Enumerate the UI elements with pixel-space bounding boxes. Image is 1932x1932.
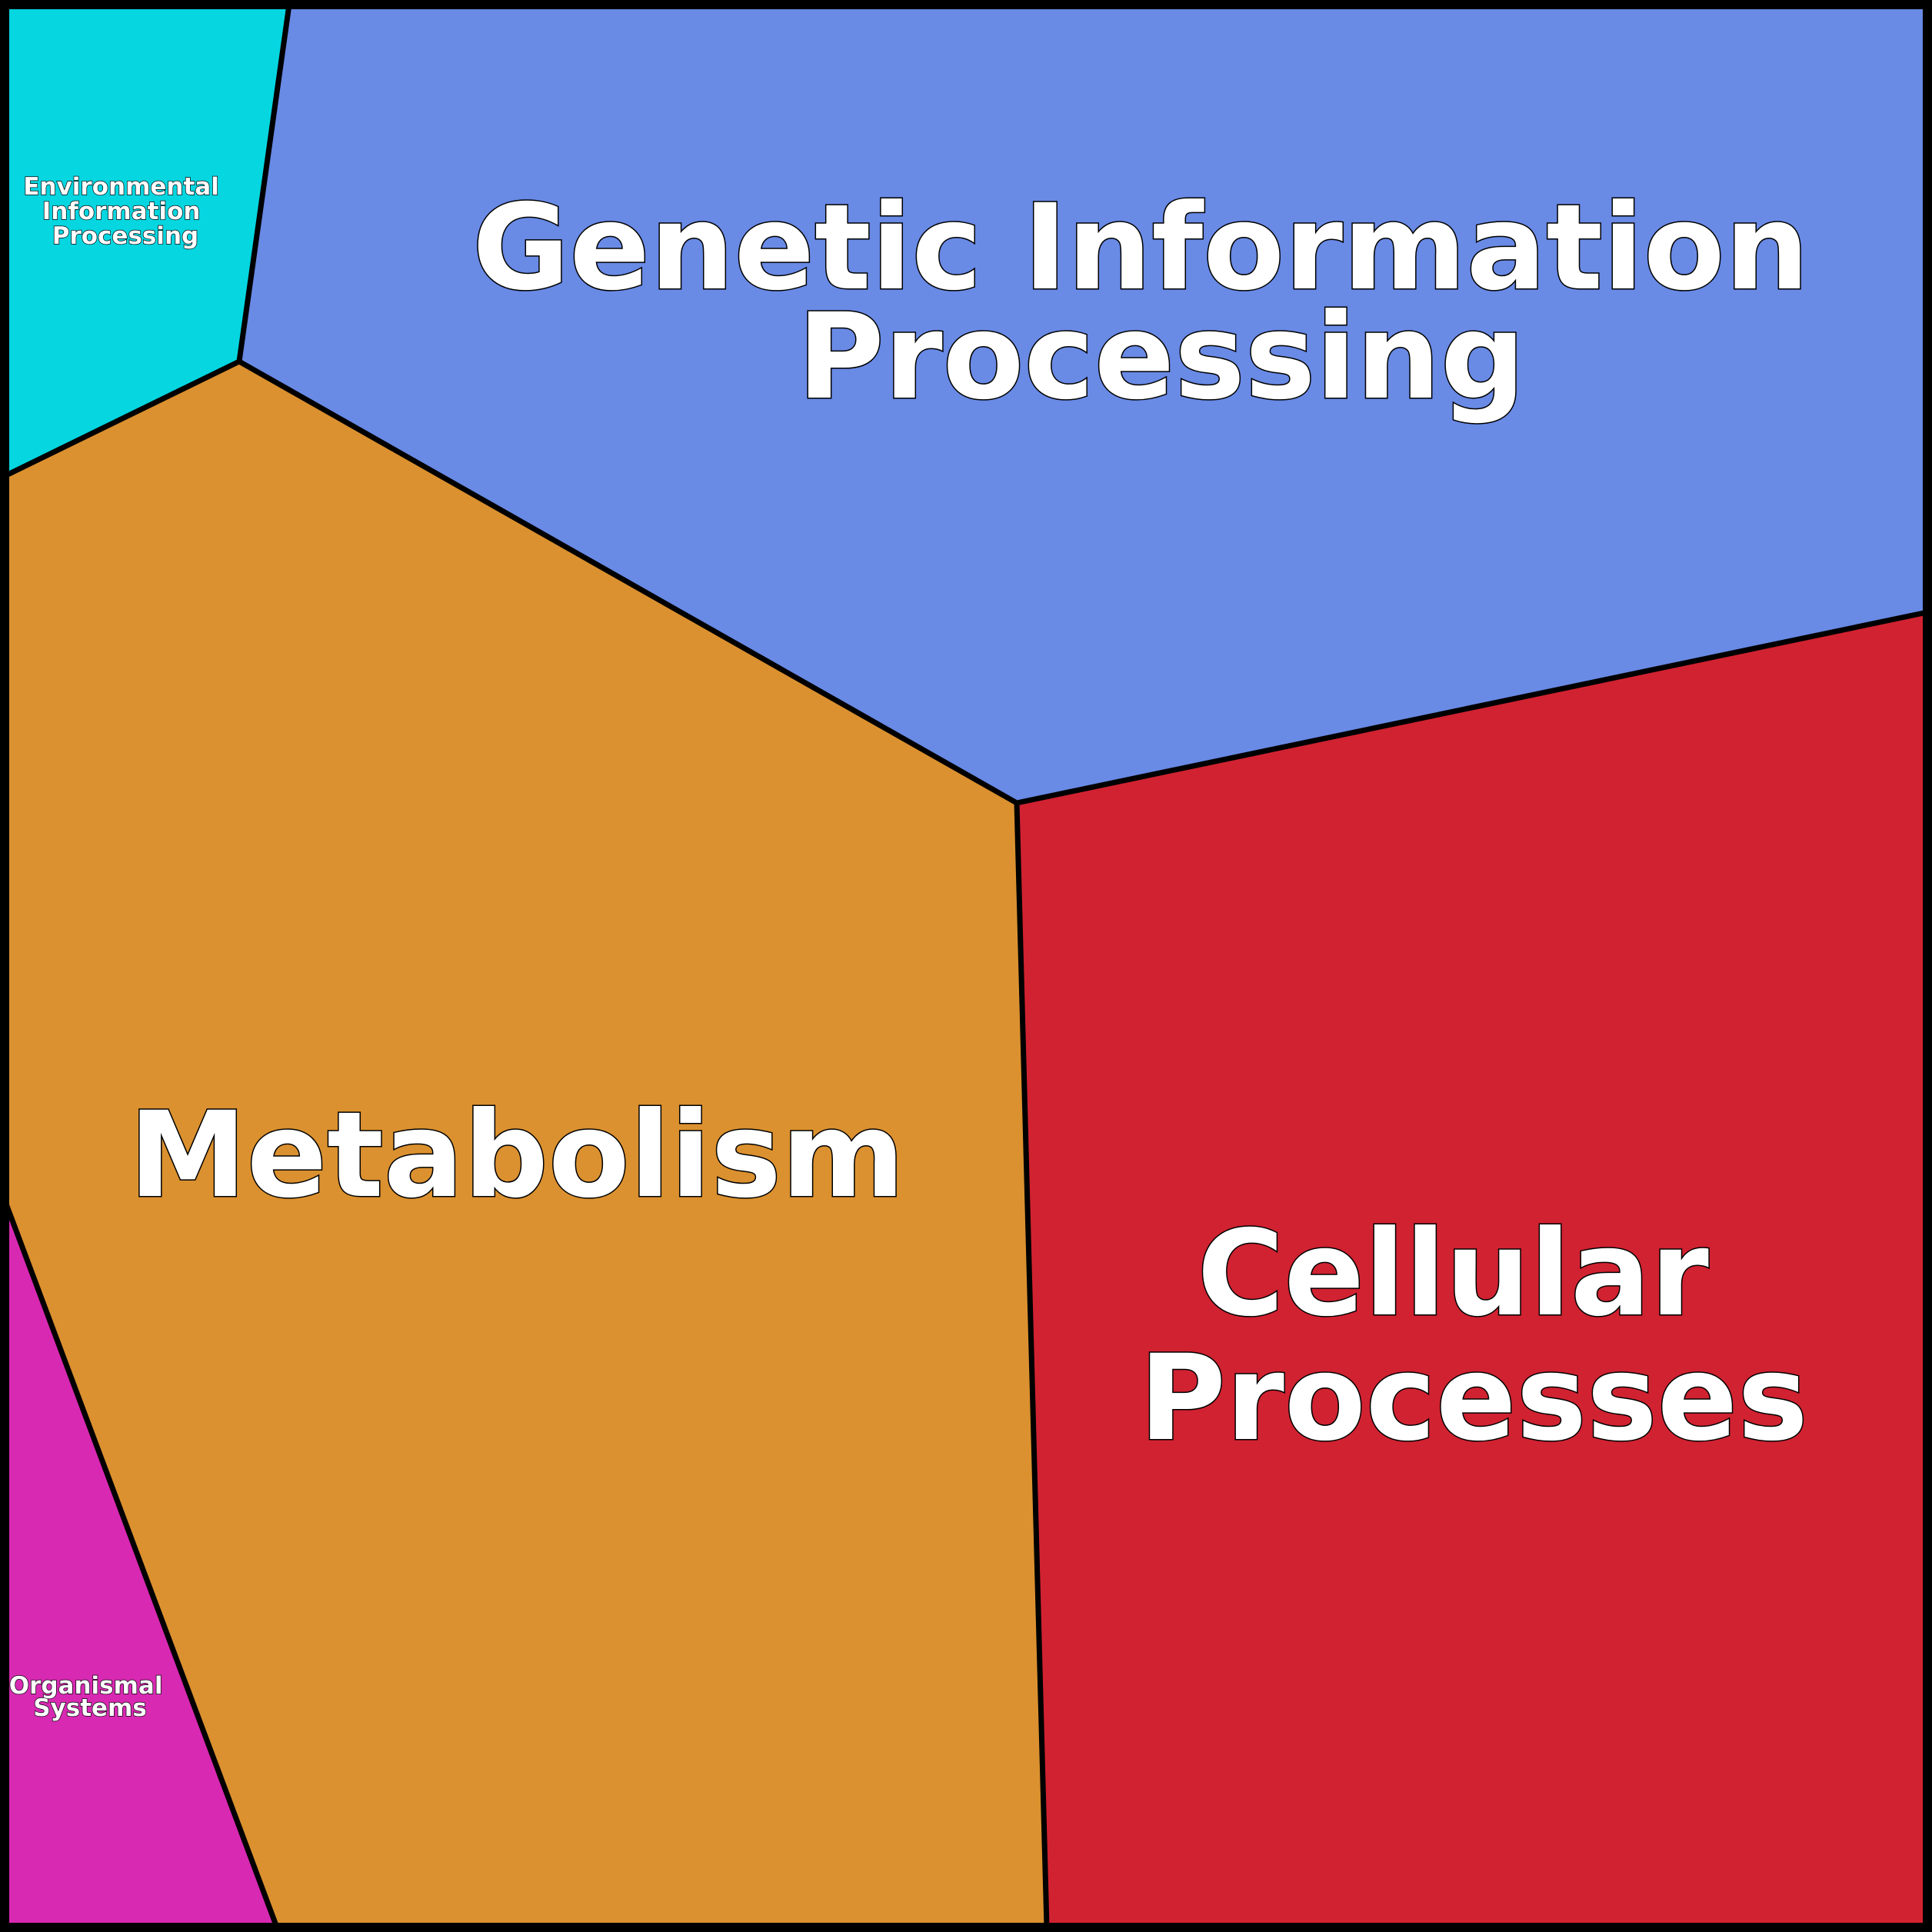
label-line: Organismal: [9, 1672, 163, 1700]
label-line: Environmental: [23, 173, 219, 201]
label-environmental-information-processing: Environmental Information Processing: [23, 173, 227, 250]
cell-cellular-processes: [1017, 612, 1927, 1927]
label-line: Processing: [798, 288, 1525, 426]
label-line: Systems: [33, 1694, 147, 1722]
cell-border: [1014, 802, 1050, 1928]
label-line: Genetic Information: [472, 179, 1809, 317]
label-organismal-systems: Organismal Systems: [9, 1672, 172, 1722]
label-metabolism: Metabolism: [129, 1087, 905, 1224]
label-genetic-information-processing: Genetic Information Processing: [472, 179, 1850, 426]
cell-environmental-information-processing: [5, 5, 289, 476]
label-line: Information: [42, 198, 201, 225]
label-line: Cellular: [1198, 1205, 1709, 1343]
label-line: Processes: [1139, 1330, 1808, 1467]
label-line: Metabolism: [129, 1087, 905, 1224]
cell-metabolism: [5, 361, 1047, 1927]
cell-genetic-information-processing: [239, 5, 1927, 803]
label-line: Processing: [52, 222, 199, 250]
cell-border: [2, 1198, 280, 1929]
label-cellular-processes: Cellular Processes: [1139, 1205, 1808, 1467]
